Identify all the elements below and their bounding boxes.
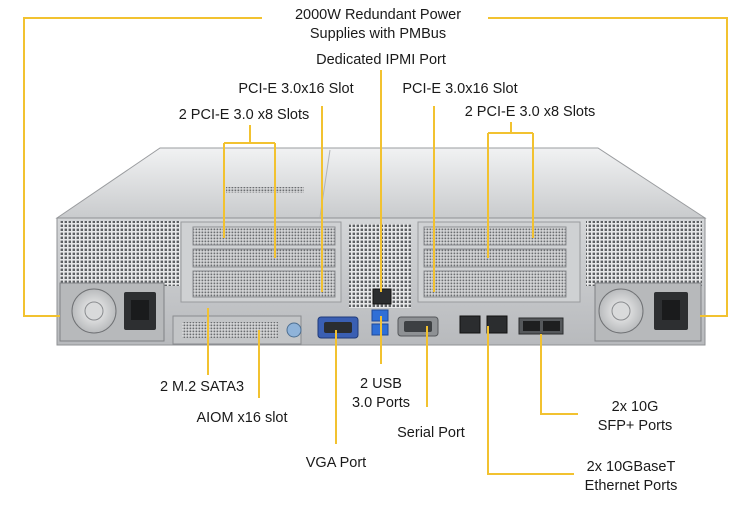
usb-label-line-2: 3.0 Ports <box>351 395 411 411</box>
ethernet-label-line-2: Ethernet Ports <box>584 478 678 494</box>
aiom-label: AIOM x16 slot <box>196 410 288 426</box>
pcie8-right-label: 2 PCI-E 3.0 x8 Slots <box>464 104 596 120</box>
ethernet-label: 2x 10GBaseT Ethernet Ports <box>566 458 696 496</box>
aiom-thumbscrew <box>286 322 302 338</box>
psu-right <box>594 282 702 342</box>
sfp-leader <box>540 334 578 415</box>
pcie16-right-label: PCI-E 3.0x16 Slot <box>402 81 518 97</box>
usb-label-line-1: 2 USB <box>360 376 402 392</box>
right-vent <box>586 221 702 286</box>
aiom-slot-vent <box>182 322 278 338</box>
left-slot-3 <box>192 270 336 298</box>
sfp-label-line-1: 2x 10G <box>611 399 659 415</box>
usb-label: 2 USB 3.0 Ports <box>336 375 426 413</box>
ipmi-label: Dedicated IPMI Port <box>316 52 446 68</box>
psu-left-leader <box>23 17 262 317</box>
psu-label-line-1: 2000W Redundant Power <box>294 7 462 23</box>
left-slot-1 <box>192 226 336 246</box>
sfp-label: 2x 10G SFP+ Ports <box>580 398 690 436</box>
serial-label: Serial Port <box>397 425 465 441</box>
psu-label: 2000W Redundant Power Supplies with PMBu… <box>278 6 478 44</box>
pcie8-left-label: 2 PCI-E 3.0 x8 Slots <box>178 107 310 123</box>
top-vent <box>226 187 304 193</box>
left-vent <box>60 221 180 286</box>
right-slot-1 <box>423 226 567 246</box>
psu-label-line-2: Supplies with PMBus <box>309 26 447 42</box>
psu-right-leader <box>488 17 728 317</box>
ethernet-port-2 <box>486 315 508 334</box>
leader-lines <box>23 17 728 475</box>
m2-label: 2 M.2 SATA3 <box>159 379 245 395</box>
right-slot-2 <box>423 248 567 268</box>
vga-label: VGA Port <box>305 455 367 471</box>
ethernet-port-1 <box>459 315 481 334</box>
ethernet-leader <box>487 326 574 475</box>
right-slot-3 <box>423 270 567 298</box>
sfp-label-line-2: SFP+ Ports <box>597 418 673 434</box>
psu-left <box>59 282 165 342</box>
left-slot-2 <box>192 248 336 268</box>
ethernet-label-line-1: 2x 10GBaseT <box>586 459 676 475</box>
pcie16-left-label: PCI-E 3.0x16 Slot <box>238 81 354 97</box>
